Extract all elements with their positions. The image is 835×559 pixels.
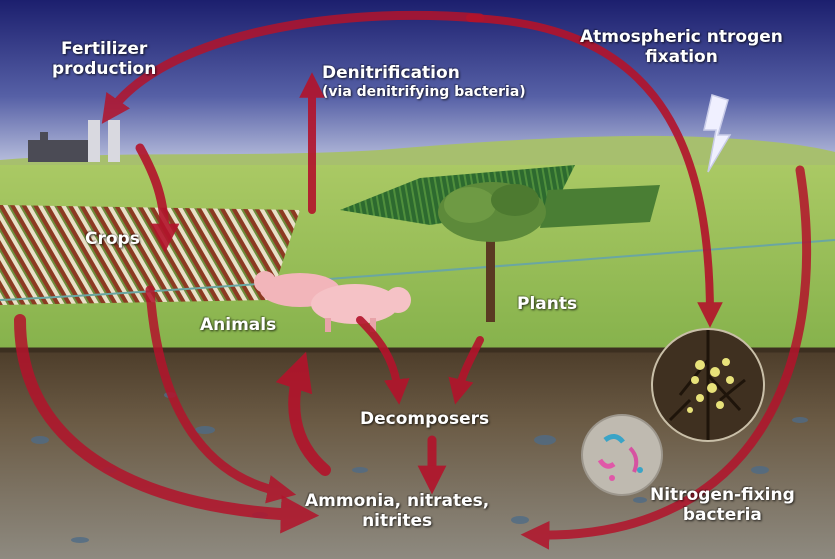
label-nfixing-line1: Nitrogen-fixing <box>650 486 795 506</box>
bacteria-icon <box>582 415 662 495</box>
label-atmospheric-fixation: Atmospheric ntrogen fixation <box>580 28 783 67</box>
label-nfixing-line2: bacteria <box>650 506 795 526</box>
label-crops: Crops <box>85 230 140 250</box>
label-animals: Animals <box>200 316 276 336</box>
label-denitrification-line1: Denitrification <box>322 64 526 84</box>
label-atmospheric-line2: fixation <box>580 48 783 68</box>
label-fertilizer-line1: Fertilizer <box>52 40 156 60</box>
label-denitrification-line2: (via denitrifying bacteria) <box>322 84 526 100</box>
label-fertilizer-production: Fertilizer production <box>52 40 156 79</box>
label-ammonia-line2: nitrites <box>305 512 489 532</box>
label-denitrification: Denitrification (via denitrifying bacter… <box>322 64 526 100</box>
label-plants: Plants <box>517 295 577 315</box>
label-fertilizer-line2: production <box>52 60 156 80</box>
label-ammonia-nitrates-nitrites: Ammonia, nitrates, nitrites <box>305 492 489 531</box>
root-nodule-icon <box>652 329 764 441</box>
label-decomposers: Decomposers <box>360 410 489 430</box>
label-atmospheric-line1: Atmospheric ntrogen <box>580 28 783 48</box>
field-patch <box>540 185 660 228</box>
label-nitrogen-fixing-bacteria: Nitrogen-fixing bacteria <box>650 486 795 525</box>
label-ammonia-line1: Ammonia, nitrates, <box>305 492 489 512</box>
